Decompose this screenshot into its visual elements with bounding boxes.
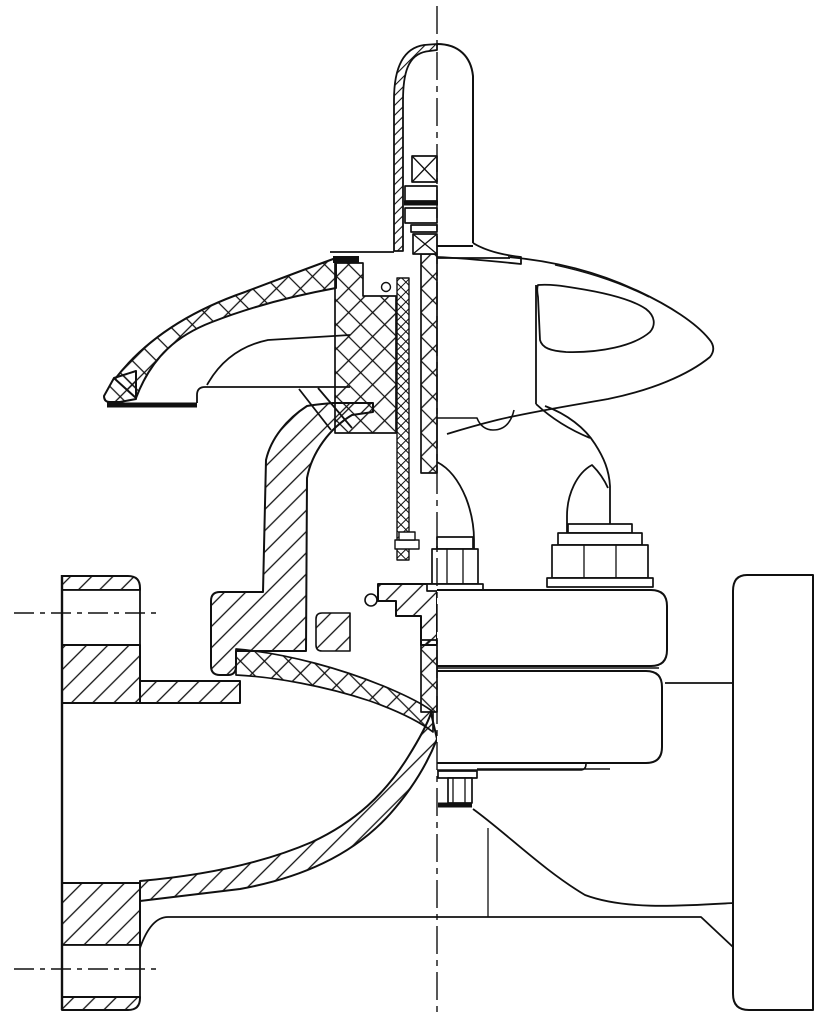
bonnet-boss-left xyxy=(437,462,474,584)
stem-nut-lower xyxy=(405,208,437,223)
body-bottom-silhouette xyxy=(168,917,733,947)
bolt-a-hex-facets xyxy=(447,549,463,584)
wheel-spoke-profile xyxy=(207,335,350,385)
body-bottom-fillet xyxy=(140,917,168,948)
washer-plate-mid-top xyxy=(399,532,415,540)
diaphragm-stud xyxy=(421,640,437,712)
valve-body-section xyxy=(140,584,437,901)
pipe-hub-wall xyxy=(140,681,240,703)
body-flange-section-left xyxy=(378,584,437,645)
stem-bushing-column xyxy=(397,278,409,560)
bolt-a-hex xyxy=(432,549,478,584)
body-bottom-wall-weir xyxy=(140,713,437,901)
bolt-b-cap-plate xyxy=(558,533,642,545)
cap-outer-right xyxy=(437,44,473,243)
wheel-face-recess xyxy=(537,285,654,352)
inlet-flange xyxy=(62,575,240,1010)
wheel-rim-inner-line xyxy=(555,265,649,297)
bonnet-flange xyxy=(437,590,667,770)
stem-block-lower-cross xyxy=(413,234,437,254)
bolt-a-cap-plate xyxy=(437,537,473,549)
bonnet-exterior xyxy=(437,406,610,584)
compressor-bolt xyxy=(438,771,477,805)
wheel-underside-arch xyxy=(437,410,514,430)
wheel-hub-section xyxy=(335,263,396,433)
bolt-b-hex xyxy=(552,545,648,578)
diaphragm xyxy=(236,640,437,732)
flange-top-tip xyxy=(62,576,140,590)
bonnet-boss-right xyxy=(567,465,608,538)
stem-seal-bar xyxy=(333,256,359,263)
wheel-underside xyxy=(197,387,350,403)
cap-wall-section xyxy=(394,44,437,251)
spindle-column xyxy=(421,254,437,473)
flange-lower-band xyxy=(437,671,662,763)
wheel-tip-block xyxy=(104,371,136,402)
bolt-b-washer xyxy=(547,578,653,587)
centerlines xyxy=(14,6,437,1018)
wheel-outer-outline xyxy=(447,257,713,434)
washer-plate-mid xyxy=(395,540,419,549)
flange-bolt-hole-lower xyxy=(62,945,140,997)
stem-nut-upper xyxy=(405,186,437,201)
stem-cap xyxy=(394,44,521,264)
bonnet-pin xyxy=(365,594,377,606)
stem-washer-thin xyxy=(411,225,437,232)
wheel-hub-skirt-lines xyxy=(299,388,352,430)
flange-upper-band xyxy=(437,590,667,666)
valve-body-exterior xyxy=(140,683,733,948)
outlet-flange xyxy=(733,575,813,1010)
bonnet-dome-silhouette xyxy=(545,406,610,538)
wheel-spoke-edge xyxy=(536,285,590,438)
compressor-square-lines xyxy=(453,778,465,803)
flange-lower-block xyxy=(62,883,140,945)
wheel-rim-section xyxy=(115,258,336,398)
bonnet-outline xyxy=(211,403,373,675)
bolt-b-hex-facets xyxy=(584,545,616,578)
bonnet-section xyxy=(211,403,377,675)
bonnet-inner-lip xyxy=(316,613,350,651)
hub-pin xyxy=(382,283,391,292)
bolt-b-top-plate xyxy=(568,524,632,533)
stem-assembly xyxy=(330,156,438,560)
compressor-square xyxy=(448,778,472,803)
outlet-flange-outline xyxy=(733,575,813,1010)
handwheel-left-section xyxy=(104,258,352,430)
flange-bolt-hole-upper xyxy=(62,590,140,645)
flange-bottom-lip xyxy=(437,764,610,770)
body-saddle-curve xyxy=(473,809,733,906)
flange-mid-block xyxy=(62,645,140,703)
stem-washer-upper-cross xyxy=(412,156,437,182)
flange-bottom-tip xyxy=(62,997,140,1010)
compressor-washer xyxy=(438,771,477,778)
bonnet-bolts xyxy=(427,524,653,591)
handwheel-right-exterior xyxy=(437,257,713,438)
diaphragm-band xyxy=(236,649,433,732)
